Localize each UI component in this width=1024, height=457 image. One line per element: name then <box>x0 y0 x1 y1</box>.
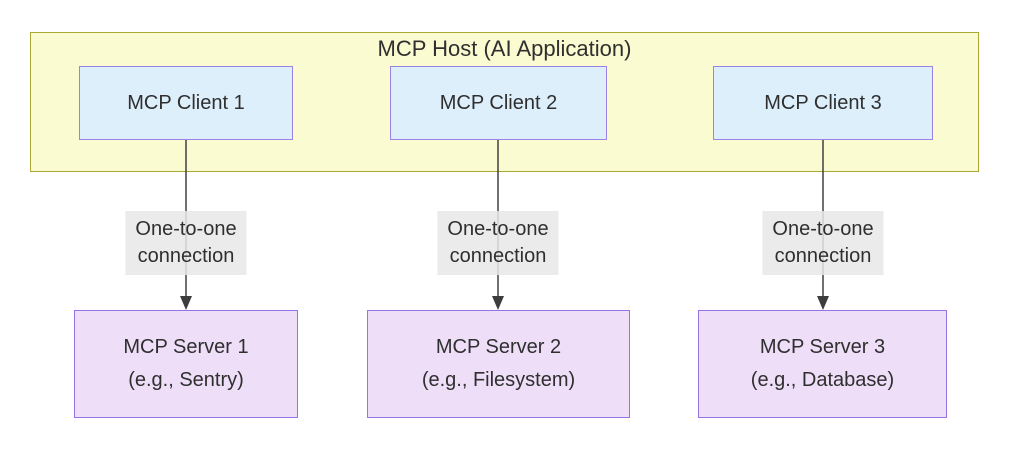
mcp-client-1-label: MCP Client 1 <box>127 91 245 114</box>
mcp-server-2-example: (e.g., Filesystem) <box>421 369 576 391</box>
connection-label-1-line2: connection <box>137 245 235 267</box>
mcp-client-2-label: MCP Client 2 <box>439 91 558 114</box>
connection-label-2: One-to-one connection <box>437 211 559 275</box>
connection-label-3: One-to-one connection <box>762 211 884 275</box>
mcp-server-3-name: MCP Server 3 <box>759 336 886 358</box>
mcp-client-3-node: MCP Client 3 <box>713 66 933 140</box>
mcp-client-2-node: MCP Client 2 <box>390 66 607 140</box>
mcp-server-1-name: MCP Server 1 <box>123 336 249 358</box>
mcp-server-3-node: MCP Server 3 (e.g., Database) <box>698 310 947 418</box>
mcp-host-title: MCP Host (AI Application) <box>377 36 632 61</box>
mcp-client-1-node: MCP Client 1 <box>79 66 293 140</box>
mcp-server-1-example: (e.g., Sentry) <box>128 369 244 391</box>
mcp-server-1-node: MCP Server 1 (e.g., Sentry) <box>74 310 298 418</box>
connection-label-1-line1: One-to-one <box>135 218 237 240</box>
mcp-server-2-name: MCP Server 2 <box>435 336 562 358</box>
mcp-client-3-label: MCP Client 3 <box>764 91 882 114</box>
mcp-server-3-example: (e.g., Database) <box>750 369 895 391</box>
connection-label-2-line1: One-to-one <box>447 218 549 240</box>
mcp-server-2-node: MCP Server 2 (e.g., Filesystem) <box>367 310 630 418</box>
connection-label-3-line1: One-to-one <box>772 218 874 240</box>
connection-label-2-line2: connection <box>449 245 547 267</box>
connection-label-3-line2: connection <box>774 245 872 267</box>
connection-label-1: One-to-one connection <box>125 211 247 275</box>
